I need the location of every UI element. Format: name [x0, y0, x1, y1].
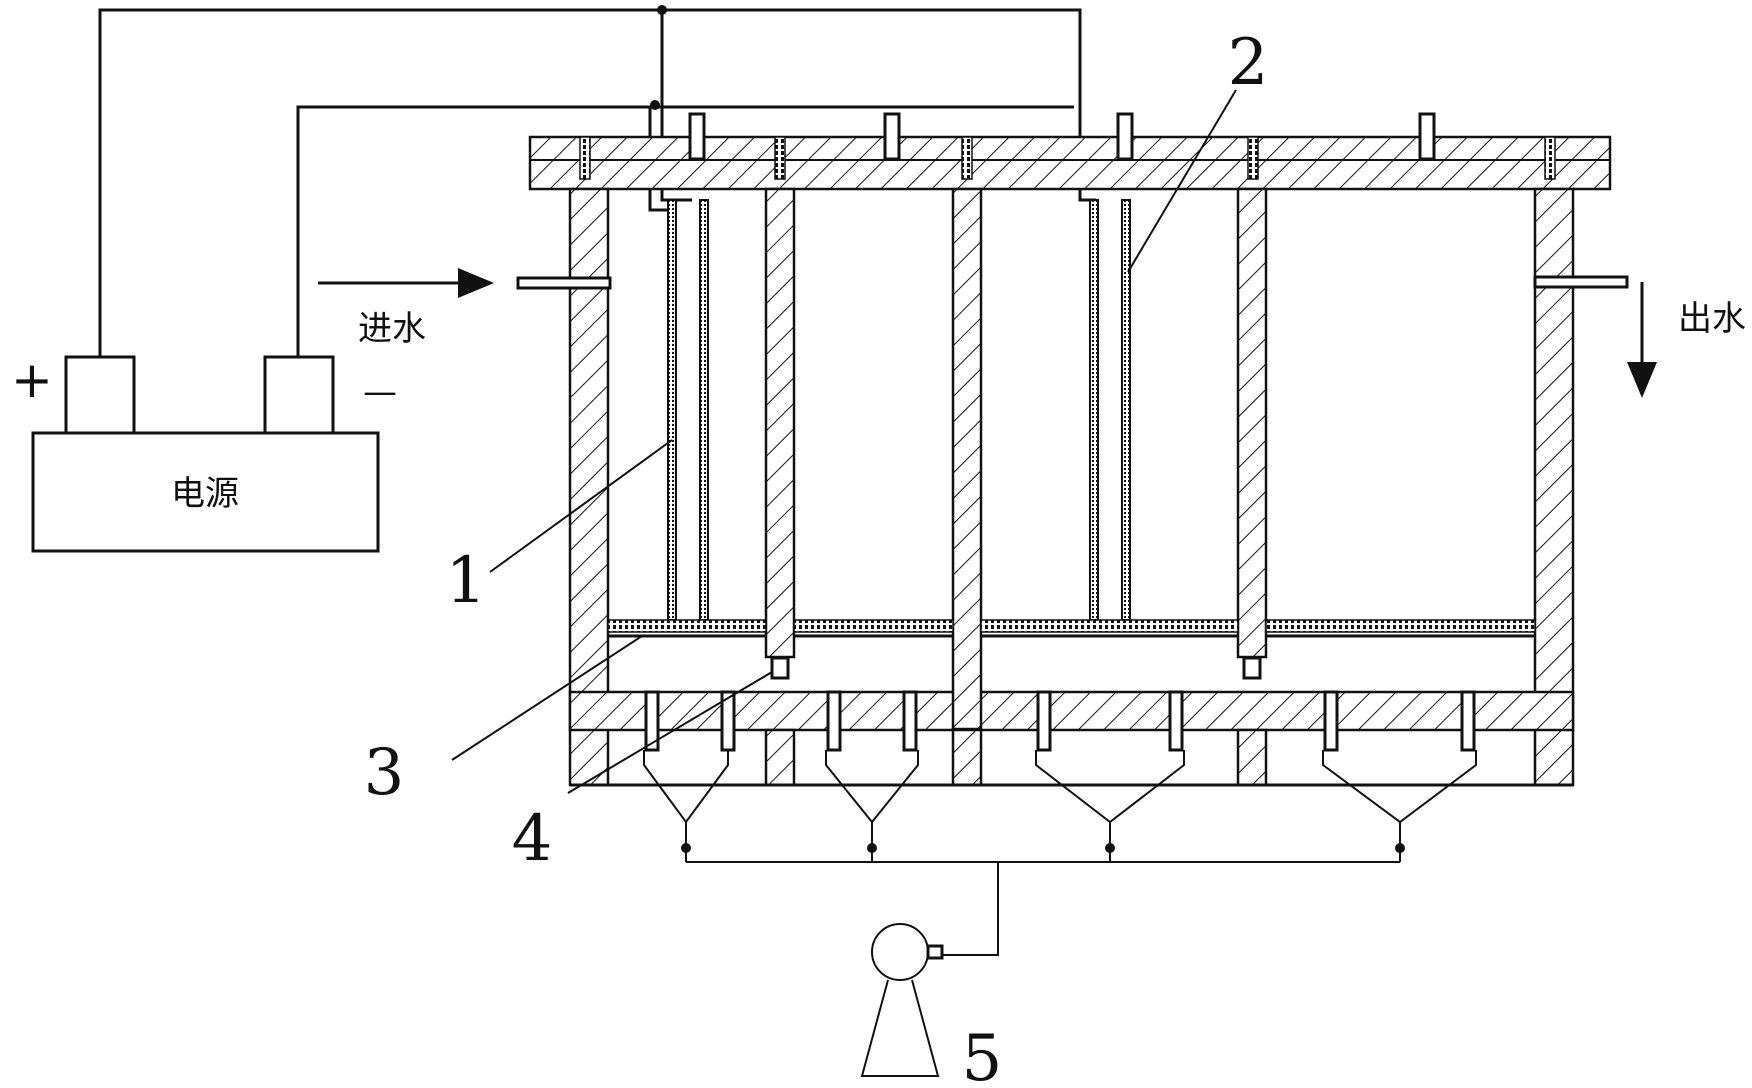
post — [1116, 112, 1134, 161]
lid-posts — [688, 112, 1436, 161]
partition-2 — [951, 187, 983, 731]
outlet-label: 出水 — [1678, 299, 1746, 339]
inlet: 进水 — [318, 268, 612, 349]
positive-terminal — [64, 355, 136, 435]
pump-base — [860, 979, 940, 1077]
electrode-plate-2 — [1089, 199, 1099, 621]
callout-1: 1 — [446, 544, 487, 618]
inlet-label: 进水 — [358, 309, 426, 349]
manifold-main-line — [685, 822, 1401, 956]
negative-terminal — [263, 355, 335, 435]
leader-3 — [451, 635, 643, 761]
positive-junction — [657, 5, 667, 15]
pump-outlet — [926, 944, 944, 960]
post — [1418, 112, 1436, 161]
callout-5: 5 — [962, 1022, 1003, 1088]
callout-3: 3 — [364, 736, 405, 810]
mesh-layer — [607, 619, 767, 633]
positive-sign: + — [11, 351, 53, 409]
mesh-layer — [980, 619, 1239, 633]
bolt — [1247, 136, 1259, 180]
negative-sign: — — [363, 372, 397, 412]
air-manifold — [643, 750, 1477, 1077]
diffuser-nozzles — [644, 690, 1476, 752]
plenum-divider-1 — [764, 728, 796, 787]
reactor-tank — [528, 112, 1612, 787]
power-supply-body — [31, 431, 380, 553]
bolt — [774, 136, 786, 180]
plenum-divider-2 — [951, 728, 983, 787]
pump-body — [871, 923, 929, 981]
plenum-divider-3 — [1236, 728, 1268, 787]
electrode-plate-2b — [1121, 199, 1131, 621]
negative-junction — [650, 100, 660, 110]
callout-4: 4 — [512, 802, 553, 876]
tank-bottom-slab — [568, 690, 1575, 732]
mesh-layer — [1265, 619, 1536, 633]
post — [688, 112, 706, 161]
electrode-plate-1 — [667, 199, 677, 621]
bolt — [579, 136, 591, 180]
leader-1 — [489, 439, 673, 573]
electrode-plate-1b — [699, 199, 709, 621]
bolt — [1544, 136, 1556, 180]
post — [883, 112, 901, 161]
bottom-port-3 — [1242, 656, 1262, 680]
power-supply-label: 电源 — [171, 474, 239, 514]
air-pump — [860, 923, 944, 1077]
outlet-pipe — [1533, 275, 1629, 289]
leader-4 — [567, 671, 773, 794]
leader-2 — [1127, 89, 1237, 273]
positive-wire — [98, 8, 1096, 357]
inlet-pipe — [516, 276, 612, 290]
power-supply: 电源 + — — [11, 351, 397, 553]
callout-2: 2 — [1228, 26, 1269, 100]
positive-branch-wire — [660, 10, 692, 202]
partition-1 — [764, 187, 796, 659]
outlet: 出水 — [1533, 275, 1746, 398]
negative-wire — [296, 105, 1074, 357]
mesh-layer — [793, 619, 954, 633]
bolt — [961, 136, 973, 180]
manifold-valves — [681, 843, 1405, 853]
partition-3 — [1236, 187, 1268, 659]
callout-leaders — [451, 89, 1237, 794]
bottom-port-1 — [770, 656, 790, 680]
power-wiring — [98, 5, 1096, 357]
lid-bolts — [579, 136, 1556, 180]
